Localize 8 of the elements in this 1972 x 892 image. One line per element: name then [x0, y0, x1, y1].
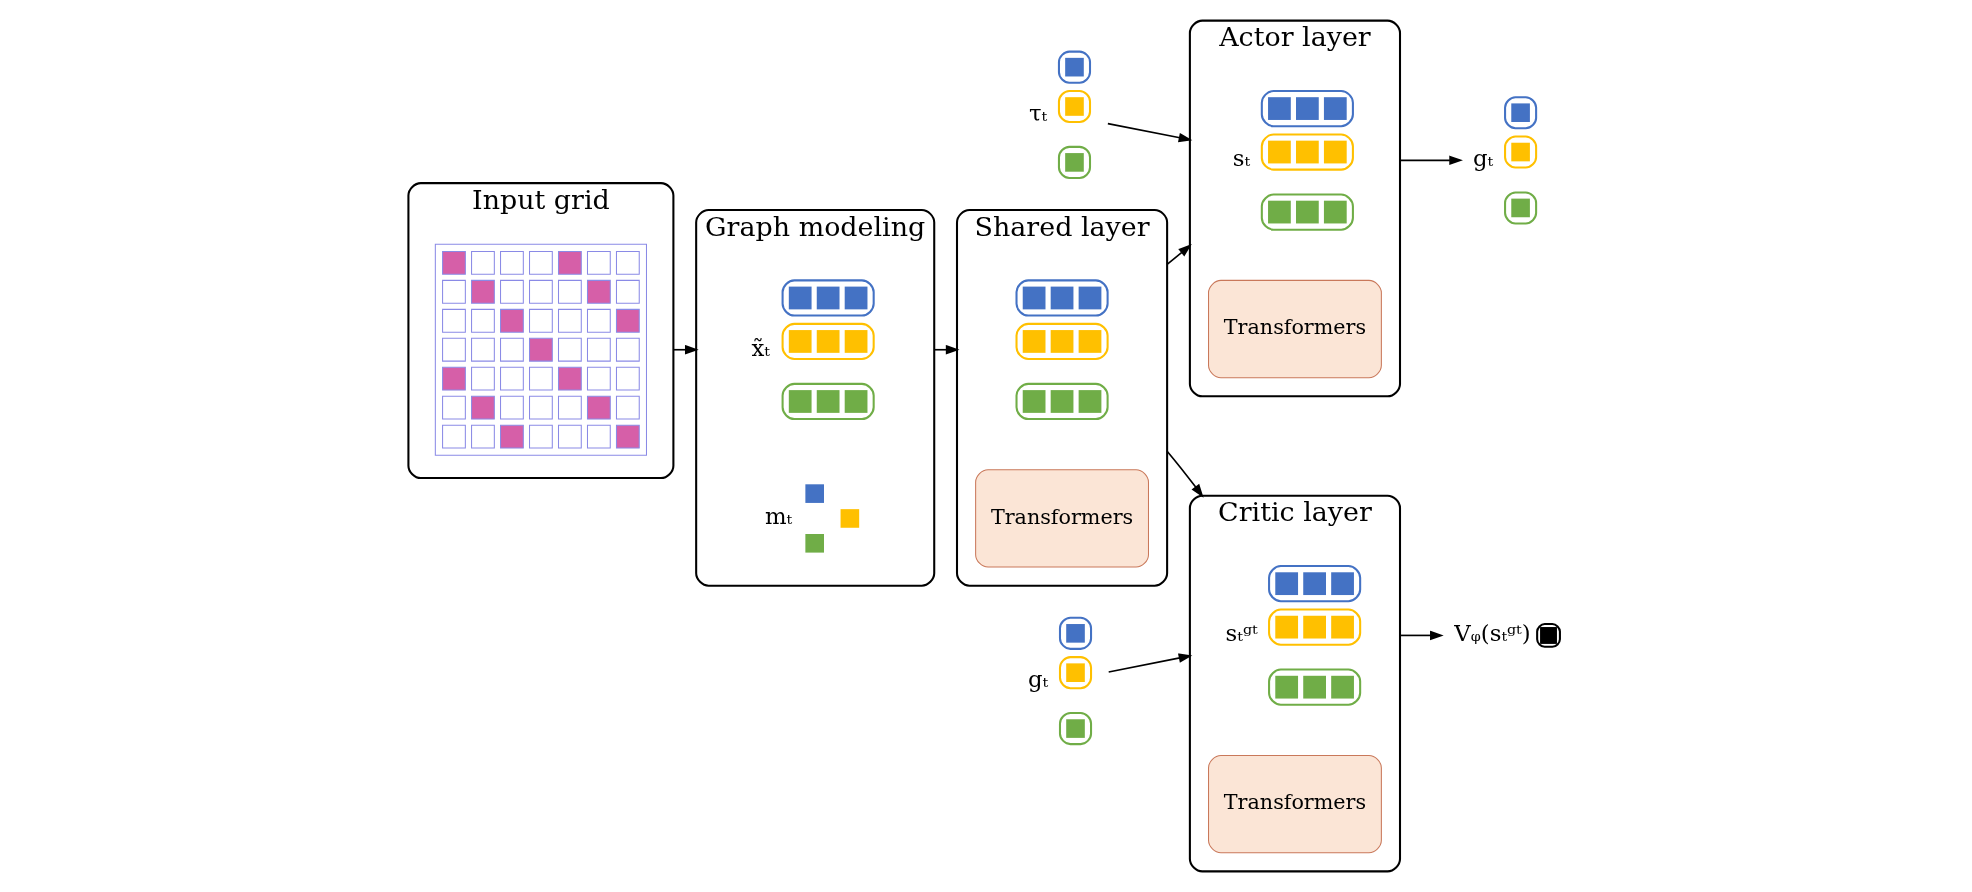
node-label: sₜ — [1232, 145, 1250, 172]
node-label: sₜᵍᵗ — [1225, 620, 1258, 647]
node-label: mₜ — [764, 503, 792, 530]
node-label: Vᵩ(sₜᵍᵗ) — [1453, 620, 1531, 647]
node-label: gₜ — [1472, 145, 1493, 172]
node-label: τₜ — [1028, 99, 1047, 126]
node-label: x̃ₜ — [751, 334, 770, 361]
node-label: gₜ — [1027, 665, 1048, 692]
